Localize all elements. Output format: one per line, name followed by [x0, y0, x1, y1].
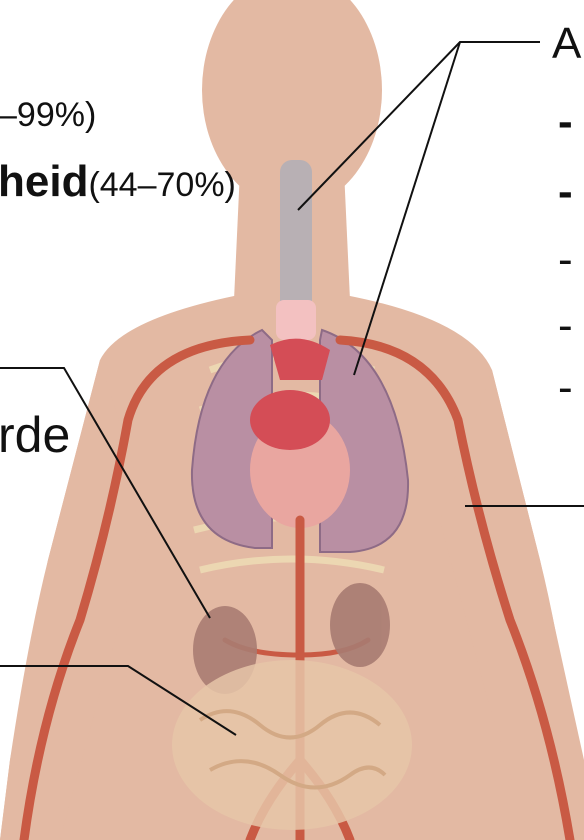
list-dash-2: -: [558, 170, 573, 214]
right-kidney: [330, 583, 390, 667]
list-dash-5: -: [558, 366, 573, 410]
rde-label-fragment: rde: [0, 410, 70, 460]
top-right-label-fragment: A: [552, 22, 581, 66]
list-dash-1: -: [558, 100, 573, 144]
list-dash-3: -: [558, 238, 573, 282]
heid-percent: (44–70%): [88, 166, 235, 204]
percent-label-fragment: –99%): [0, 98, 96, 132]
heid-word: heid: [0, 157, 88, 206]
list-dash-4: -: [558, 304, 573, 348]
intestines: [172, 660, 412, 830]
heid-label: heid(44–70%): [0, 160, 236, 204]
trachea: [276, 160, 316, 340]
